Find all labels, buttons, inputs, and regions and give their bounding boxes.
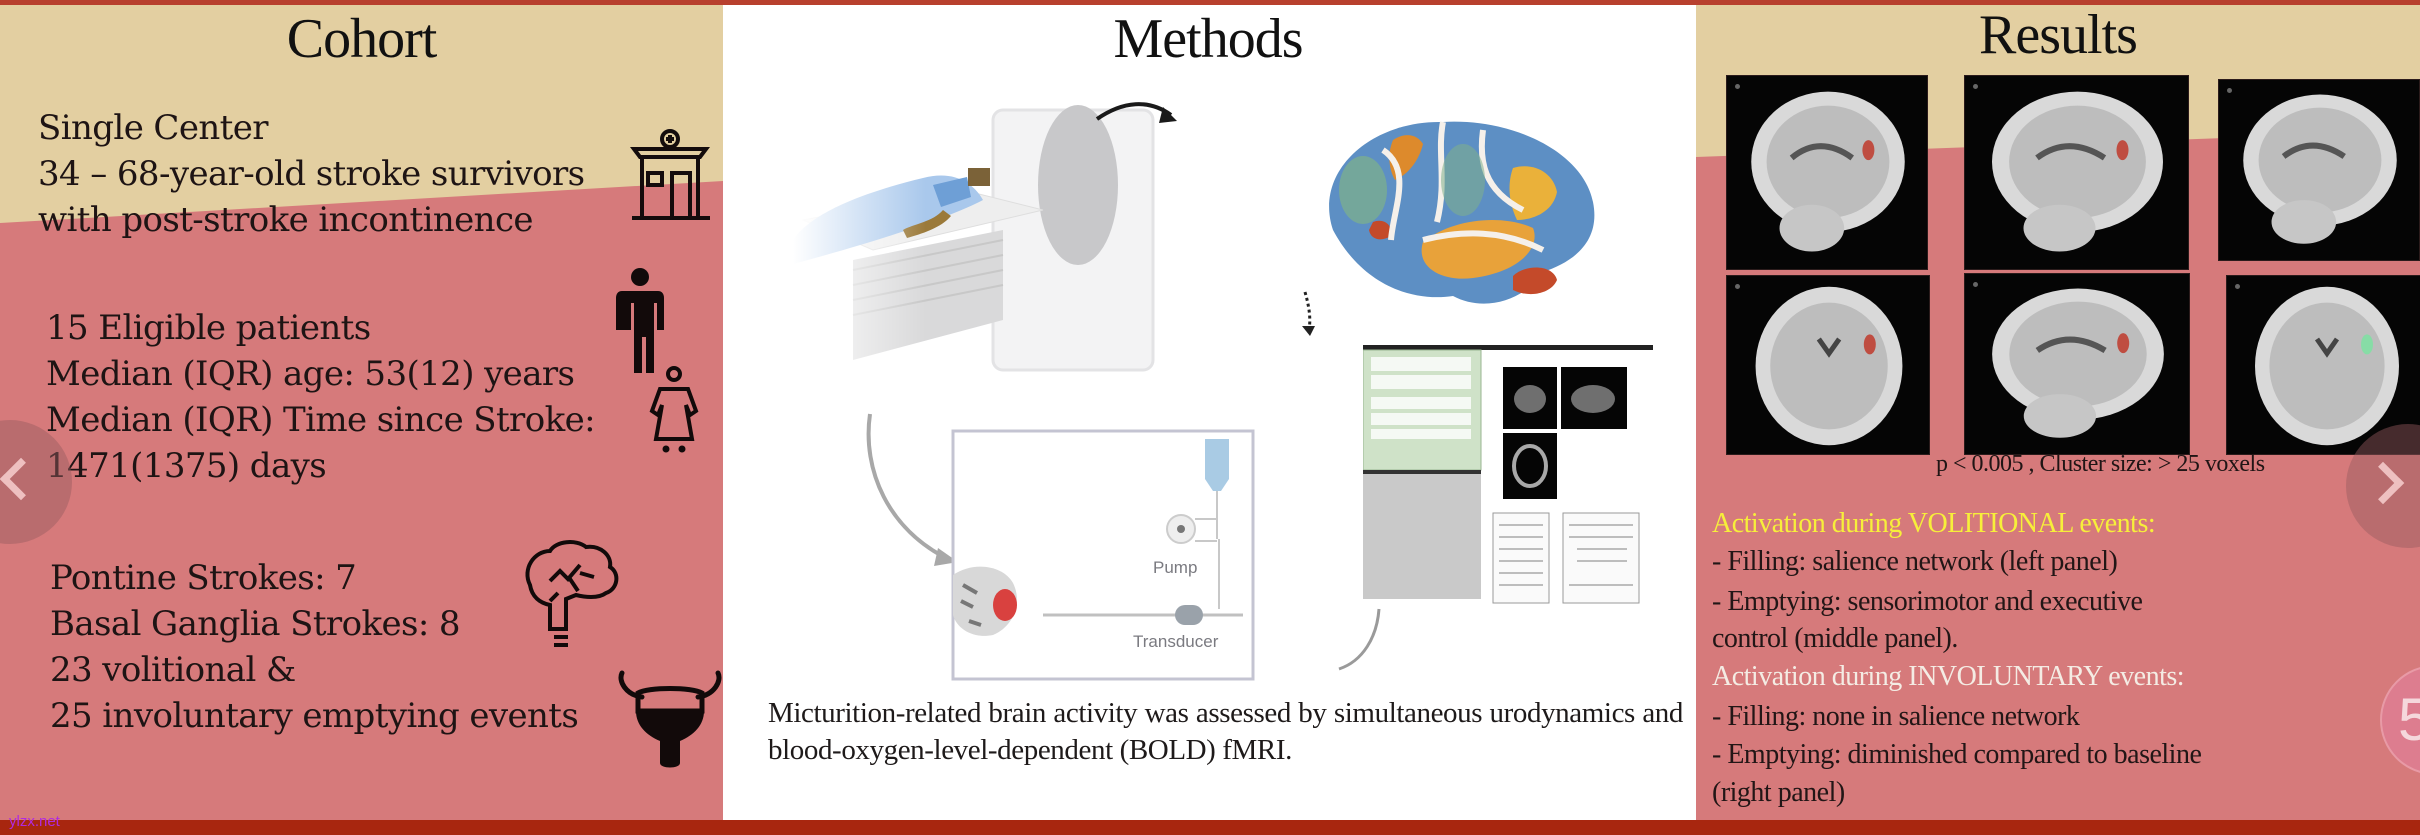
cohort-eligible: 15 Eligible patients [46,308,371,348]
cohort-events-line1: 23 volitional & [50,650,296,690]
watermark: ylzx.net [9,813,60,830]
volitional-filling: - Filling: salience network (left panel) [1712,546,2118,577]
methods-title: Methods [1113,8,1304,70]
mri-slice-3 [2218,79,2420,261]
cohort-panel: Cohort Single Center 34 – 68-year-old st… [0,5,723,820]
cohort-pontine: Pontine Strokes: 7 [50,558,357,598]
mri-slice-4 [1726,275,1930,455]
urodynamics-setup-illustration [951,429,1255,681]
chevron-right-icon [2361,461,2405,505]
cohort-basal-ganglia: Basal Ganglia Strokes: 8 [50,604,461,644]
mri-slice-2 [1964,75,2189,270]
volitional-emptying-line2: control (middle panel). [1712,623,1958,654]
female-person-icon [649,366,699,453]
cohort-median-age: Median (IQR) age: 53(12) years [46,354,575,394]
panel-letter-mark [1735,84,1740,89]
methods-caption: Micturition-related brain activity was a… [768,697,1683,766]
chevron-left-icon [0,457,43,501]
panel-letter-mark [1735,284,1740,289]
involuntary-emptying-line1: - Emptying: diminished compared to basel… [1712,739,2202,770]
mri-scanner-illustration [793,90,1173,390]
fmri-software-screenshot [1363,345,1653,604]
involuntary-heading: Activation during INVOLUNTARY events: [1712,661,2185,692]
beige-header-band [0,5,723,223]
results-panel: Results p < 0.005 , Cluster size: > 25 v… [1696,5,2420,820]
panel-letter-mark [1973,282,1978,287]
brain-icon [525,540,619,647]
bottom-border [0,820,2420,835]
volitional-heading: Activation during VOLITIONAL events: [1712,508,2156,539]
male-person-icon [616,268,664,373]
cohort-population-line2: with post-stroke incontinence [38,200,534,240]
panel-letter-mark [2227,88,2232,93]
top-border [0,0,2420,5]
pump-label: Pump [1153,558,1198,577]
panel-letter-mark [1973,84,1978,89]
brain-network-illustration [1329,121,1595,304]
involuntary-emptying-line2: (right panel) [1712,777,1845,808]
results-title: Results [1979,5,2138,66]
volitional-emptying-line1: - Emptying: sensorimotor and executive [1712,586,2143,617]
involuntary-filling: - Filling: none in salience network [1712,701,2080,732]
mri-slice-6 [2226,275,2420,455]
arrow-from-software-icon [1338,608,1381,671]
cohort-title: Cohort [286,8,438,70]
bladder-icon [618,670,722,768]
page-badge-number: 5 [2398,686,2420,753]
arrow-to-brain-icon [1095,102,1177,123]
hospital-icon [630,129,710,220]
cohort-population-line1: 34 – 68-year-old stroke survivors [38,154,585,194]
transducer-label: Transducer [1133,632,1219,651]
methods-panel: Methods [723,5,1693,820]
cohort-time-since-value: 1471(1375) days [46,446,327,486]
arrow-to-software-icon [1302,291,1315,336]
mri-slice-1 [1726,75,1928,270]
cohort-time-since-label: Median (IQR) Time since Stroke: [46,400,596,440]
threshold-note: p < 0.005 , Cluster size: > 25 voxels [1936,451,2265,477]
cohort-events-line2: 25 involuntary emptying events [50,696,579,736]
panel-letter-mark [2235,284,2240,289]
cohort-setting: Single Center [38,108,269,148]
mri-slice-5 [1964,273,2190,455]
